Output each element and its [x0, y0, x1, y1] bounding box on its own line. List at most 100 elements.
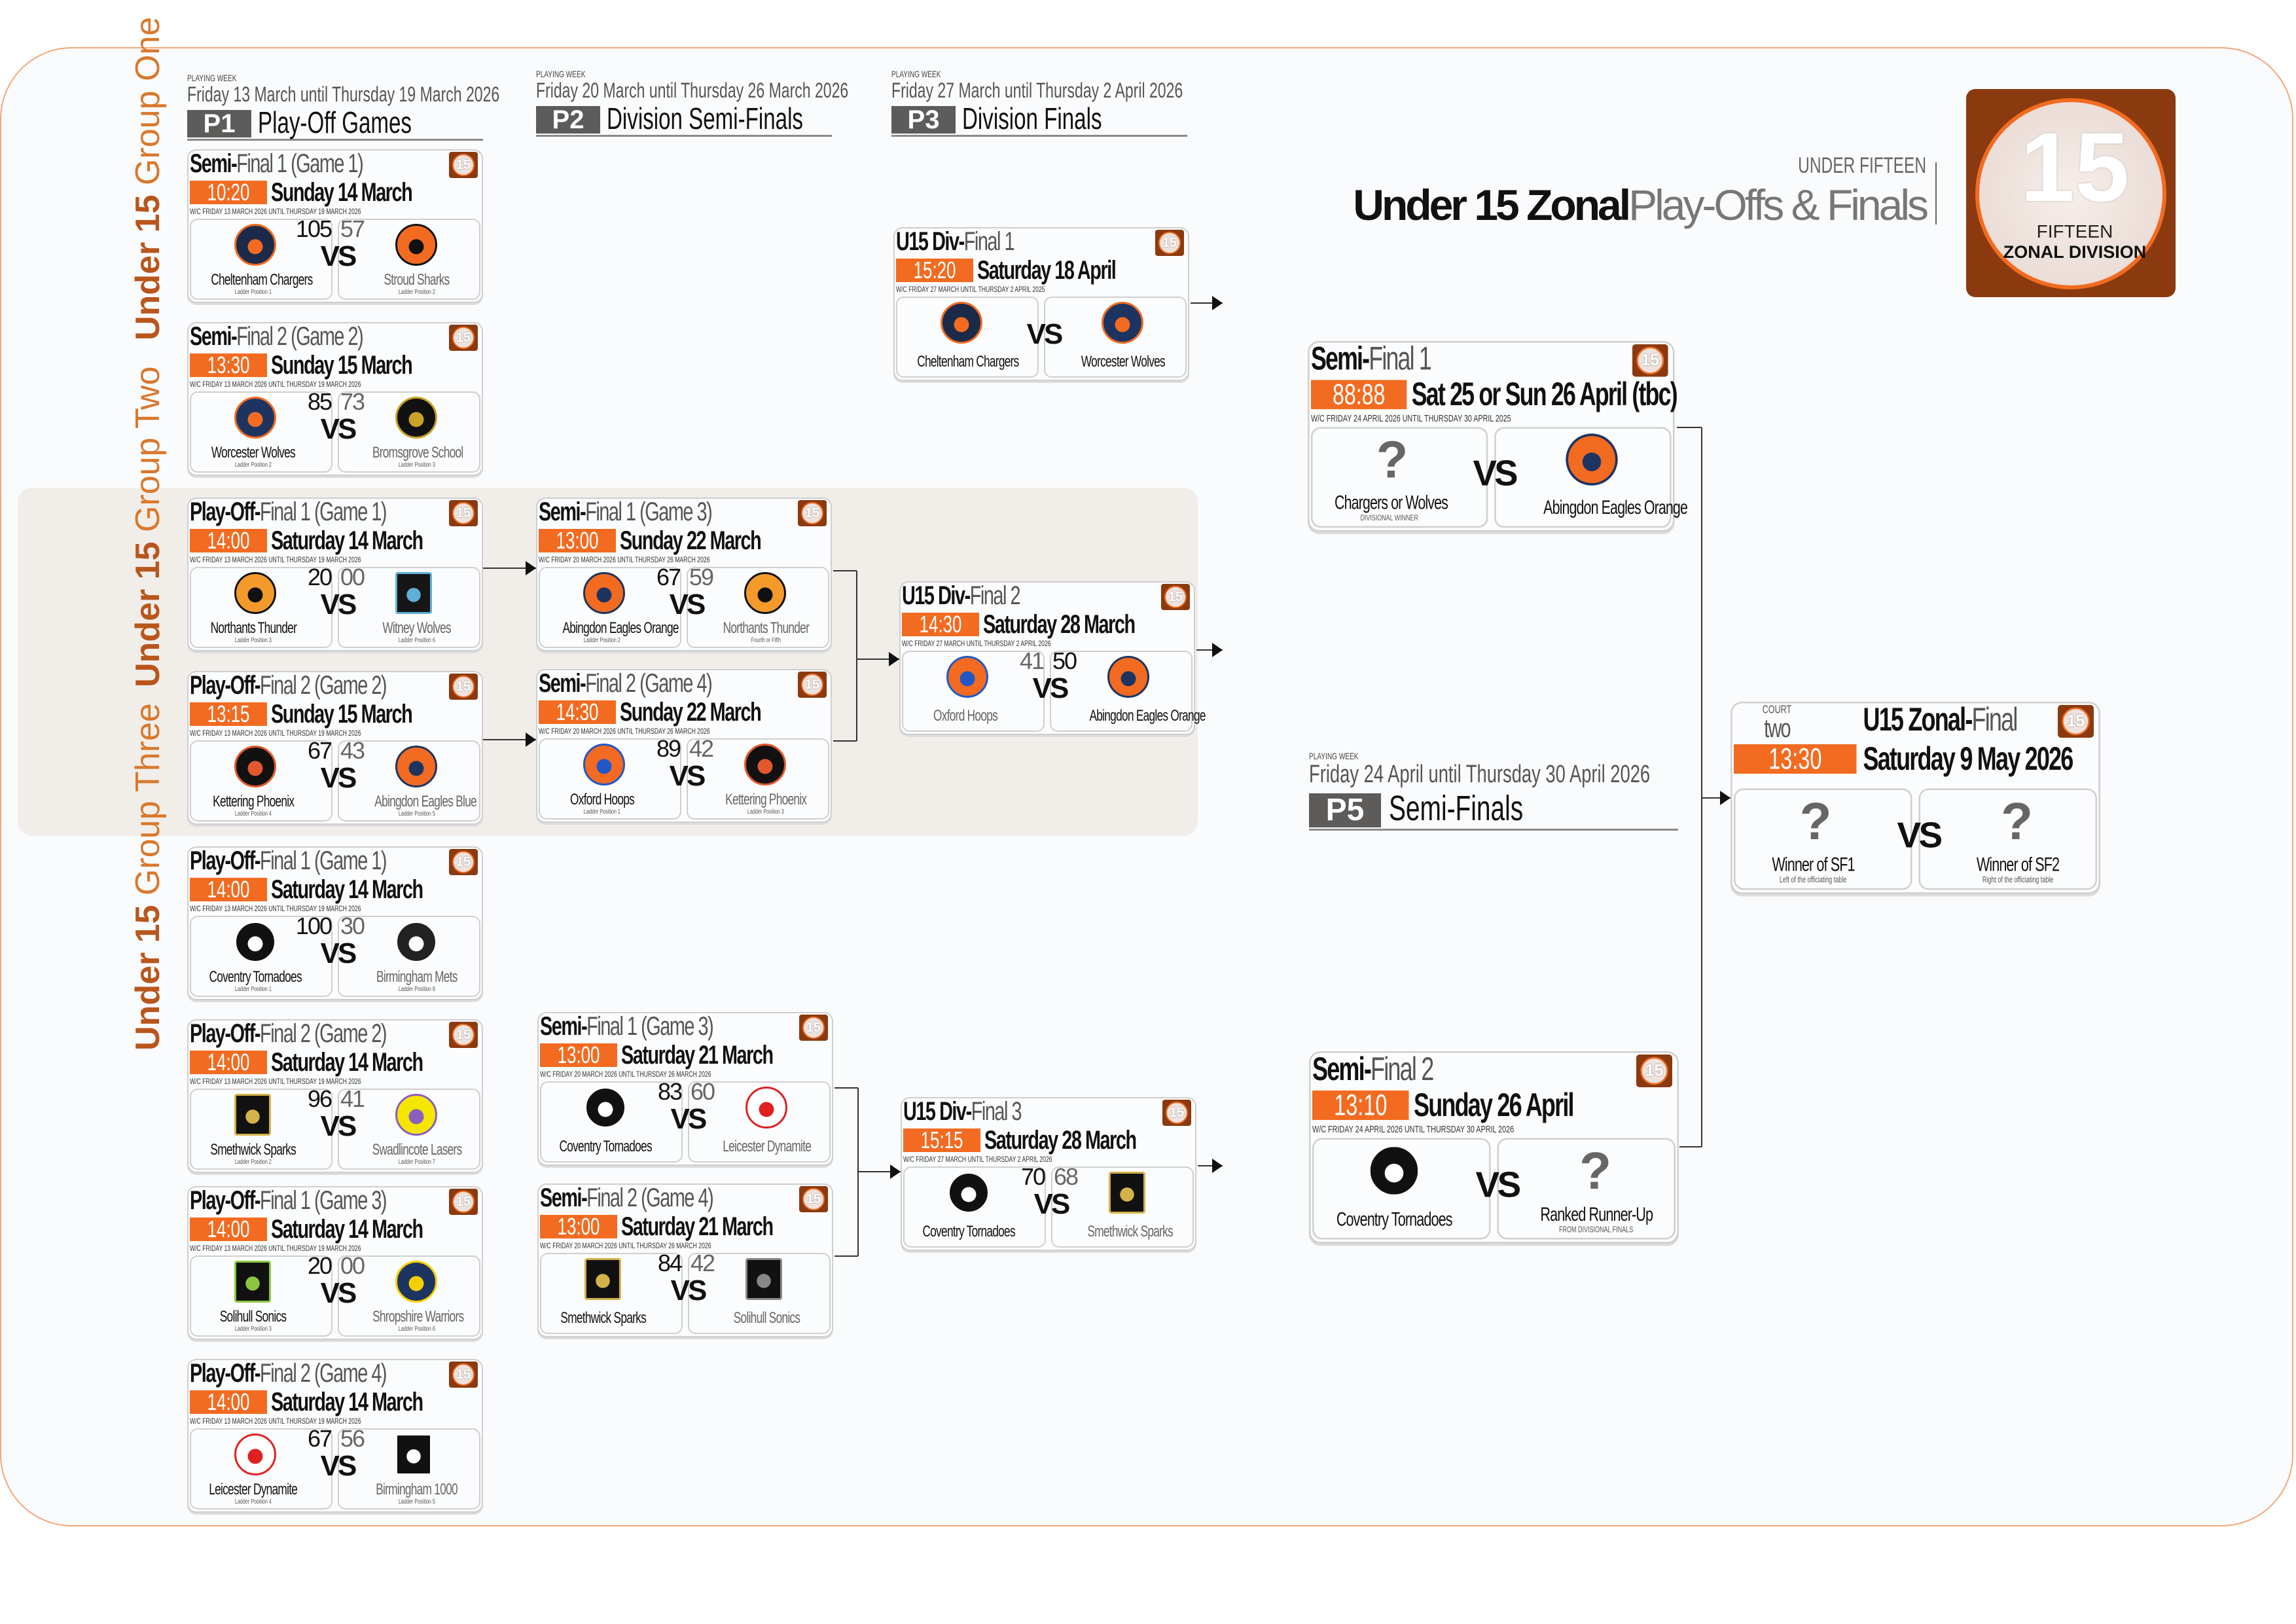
away-score: 41 [340, 1085, 365, 1112]
team-subtitle: Fourth or Fifth [704, 638, 828, 644]
week-commencing: W/C FRIDAY 20 MARCH 2026 UNTIL THURSDAY … [539, 727, 776, 735]
team-name: Birmingham 1000 [355, 1482, 479, 1498]
vs-label: VS [320, 240, 357, 272]
logo-number: 15 [2020, 112, 2130, 222]
division-crest-icon: 15 [2058, 705, 2094, 738]
team-name-text: Chargers or Wolves [1335, 492, 1448, 514]
team-subtitle-text: Ladder Position 6 [398, 1326, 436, 1333]
arrow-right-icon [1212, 643, 1223, 657]
week-commencing-text: W/C FRIDAY 13 MARCH 2026 UNTIL THURSDAY … [190, 207, 361, 216]
team-name: Oxford Hoops [903, 708, 1028, 724]
vs-label: VS [320, 413, 357, 445]
team-subtitle: Ladder Position 5 [355, 1499, 479, 1506]
crest-number: 15 [1166, 1102, 1188, 1124]
time-text: 15:15 [920, 1128, 963, 1152]
team-name: Solihull Sonics [705, 1310, 829, 1326]
team-subtitle-text: Ladder Position 5 [398, 1498, 436, 1506]
match-date: Sunday 15 March [271, 352, 467, 378]
team-subtitle: Ladder Position 6 [355, 638, 479, 644]
week-commencing-text: W/C FRIDAY 24 APRIL 2026 UNTIL THURSDAY … [1310, 412, 1511, 424]
away-score: 50 [1052, 647, 1077, 674]
team-name: Birmingham Mets [355, 969, 479, 985]
logo-line1: FIFTEEN [2036, 221, 2113, 242]
connector-line [856, 571, 857, 741]
group-label-light: Group Two [129, 366, 167, 533]
team-name-text: Worcester Wolves [1081, 353, 1166, 370]
team-logo-icon [584, 1087, 626, 1128]
week-commencing: W/C FRIDAY 13 MARCH 2026 UNTIL THURSDAY … [190, 556, 427, 564]
team-logo-icon [234, 1094, 271, 1136]
connector-line [834, 1087, 858, 1089]
match-date-text: Saturday 14 March [271, 1048, 423, 1077]
team-name: Bromsgrove School [355, 445, 479, 461]
match-title-light: Final 2 (Game 4) [586, 1183, 713, 1212]
match-title-text: U15 Div-Final 1 [896, 228, 1015, 255]
team-subtitle: Ladder Position 3 [704, 809, 828, 816]
team-name: Abingdon Eagles Orange [540, 621, 679, 636]
match-date-text: Saturday 28 March [983, 610, 1136, 639]
logo-ring: 15 FIFTEEN ZONAL DIVISION [1975, 98, 2166, 289]
team-logo-icon [234, 1261, 271, 1303]
time-text: 88:88 [1332, 380, 1386, 410]
week-commencing-text: W/C FRIDAY 27 MARCH UNTIL THURSDAY 2 APR… [903, 1155, 1052, 1164]
crest-number: 15 [452, 676, 475, 698]
match-title-bold: Semi- [190, 322, 238, 351]
division-crest-icon: 15 [1162, 1100, 1191, 1126]
team-subtitle: Ladder Position 1 [191, 986, 315, 993]
home-score: 83 [657, 1078, 683, 1105]
team-name-text: Kettering Phoenix [725, 791, 807, 808]
away-team-box: Solihull Sonics [688, 1253, 831, 1334]
team-subtitle: FROM DIVISIONAL FINALS [1518, 1226, 1674, 1235]
match-title-light: Final 1 [1369, 341, 1431, 377]
title-divider [1935, 162, 1937, 225]
match-title-text: U15 Zonal-Final [1863, 704, 2018, 736]
match-date-text: Saturday 9 May 2026 [1863, 741, 2074, 777]
phase-code: P2 [536, 106, 600, 134]
connector-line [1196, 649, 1223, 651]
time-text: 14:00 [207, 1390, 250, 1414]
week-commencing: W/C FRIDAY 13 MARCH 2026 UNTIL THURSDAY … [190, 729, 427, 737]
match-title-bold: Semi- [540, 1012, 588, 1041]
team-name: Smethwick Sparks [191, 1142, 315, 1158]
team-subtitle: Left of the officiating table [1736, 876, 1892, 886]
playing-week-label: PLAYING WEEK [536, 69, 586, 79]
team-subtitle-text: Ladder Position 4 [234, 1498, 272, 1506]
team-subtitle: Ladder Position 3 [191, 1326, 315, 1333]
vs-label: VS [669, 760, 706, 792]
time-text: 13:15 [207, 702, 250, 726]
match-title-light: Final 1 (Game 1) [260, 497, 387, 526]
away-score: 43 [340, 737, 365, 764]
vs-label: VS [1033, 1188, 1071, 1220]
home-score: 85 [307, 388, 332, 415]
connector-line [483, 739, 536, 740]
crest-number: 15 [452, 154, 475, 176]
week-commencing: W/C FRIDAY 27 MARCH UNTIL THURSDAY 2 APR… [902, 640, 1109, 647]
crest-number: 15 [1636, 346, 1664, 374]
team-name-text: Swadlincote Lasers [372, 1141, 463, 1159]
crest-number: 15 [452, 327, 475, 349]
match-title-bold: Play-Off- [190, 671, 260, 700]
team-logo-icon [234, 224, 276, 266]
team-name: Kettering Phoenix [191, 794, 315, 810]
phase-dates: Friday 24 April until Thursday 30 April … [1309, 761, 1651, 788]
vs-label: VS [669, 588, 706, 621]
team-name: Northants Thunder [191, 621, 315, 636]
arrow-right-icon [1720, 791, 1731, 805]
home-team-box: Coventry Tornadoes [1312, 1138, 1491, 1240]
phase-header-p3: PLAYING WEEK Friday 27 March until Thurs… [891, 69, 1187, 137]
home-score: 41 [1019, 647, 1045, 674]
time-badge: 88:88 [1310, 380, 1407, 410]
group-label-light: Group One [129, 16, 167, 186]
team-subtitle: Ladder Position 4 [191, 811, 315, 818]
home-score: 70 [1020, 1163, 1046, 1190]
division-crest-icon: 15 [449, 674, 478, 700]
week-commencing: W/C FRIDAY 27 MARCH UNTIL THURSDAY 2 APR… [903, 1155, 1110, 1163]
